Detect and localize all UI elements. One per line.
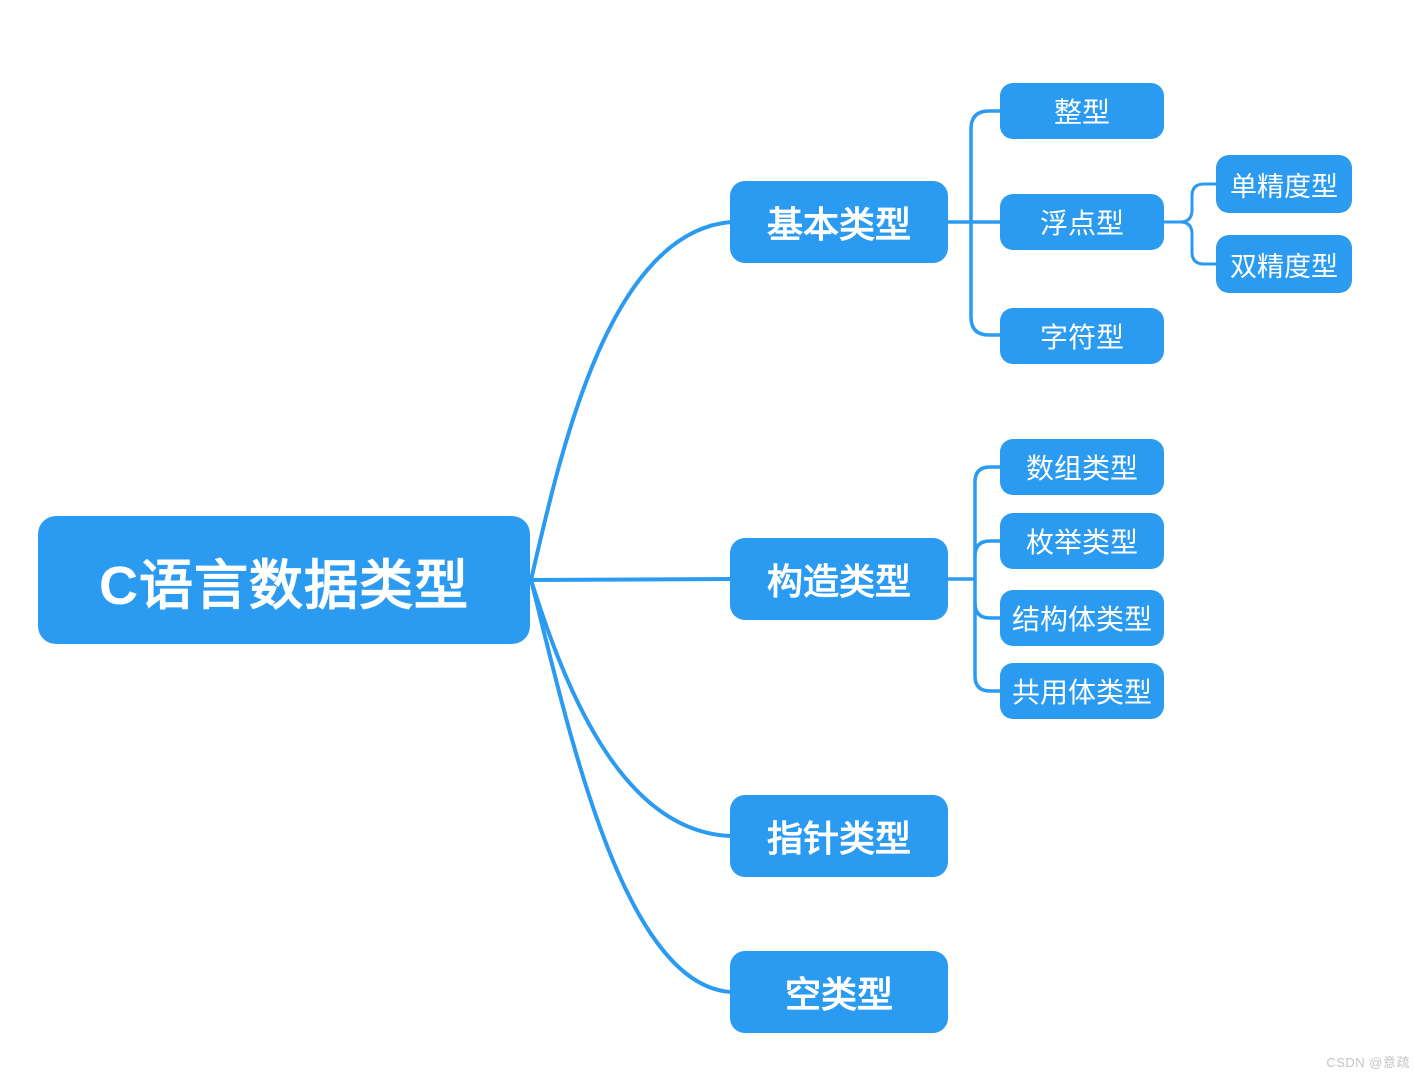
connector-float-double [1178, 220, 1218, 266]
node-void-type[interactable]: 空类型 [730, 951, 948, 1033]
watermark: CSDN @意疏 [1326, 1055, 1410, 1070]
node-float-type[interactable]: 浮点型 [1000, 194, 1164, 250]
node-struct-type[interactable]: 结构体类型 [1000, 590, 1164, 646]
connector-constructed-enum [973, 539, 1002, 558]
node-constructed-type[interactable]: 构造类型 [730, 538, 948, 620]
node-char-type[interactable]: 字符型 [1000, 308, 1164, 364]
node-union-type[interactable]: 共用体类型 [1000, 663, 1164, 719]
node-single-precision-type[interactable]: 单精度型 [1216, 155, 1352, 213]
node-basic-type[interactable]: 基本类型 [730, 181, 948, 263]
connector-float-single [1162, 182, 1218, 224]
node-double-precision-type[interactable]: 双精度型 [1216, 235, 1352, 293]
connector-constructed-union [973, 577, 1002, 693]
connector-basic-integer [969, 109, 1002, 224]
connector-root-constructed [529, 577, 733, 582]
node-enum-type[interactable]: 枚举类型 [1000, 513, 1164, 569]
node-root[interactable]: C语言数据类型 [38, 516, 530, 644]
node-integer-type[interactable]: 整型 [1000, 83, 1164, 139]
connector-root-basic [529, 220, 733, 582]
node-array-type[interactable]: 数组类型 [1000, 439, 1164, 495]
connector-constructed-array [973, 465, 1002, 581]
node-pointer-type[interactable]: 指针类型 [730, 795, 948, 877]
connector-root-void [529, 578, 733, 994]
connector-root-pointer [529, 578, 733, 838]
connector-basic-char [969, 220, 1002, 337]
